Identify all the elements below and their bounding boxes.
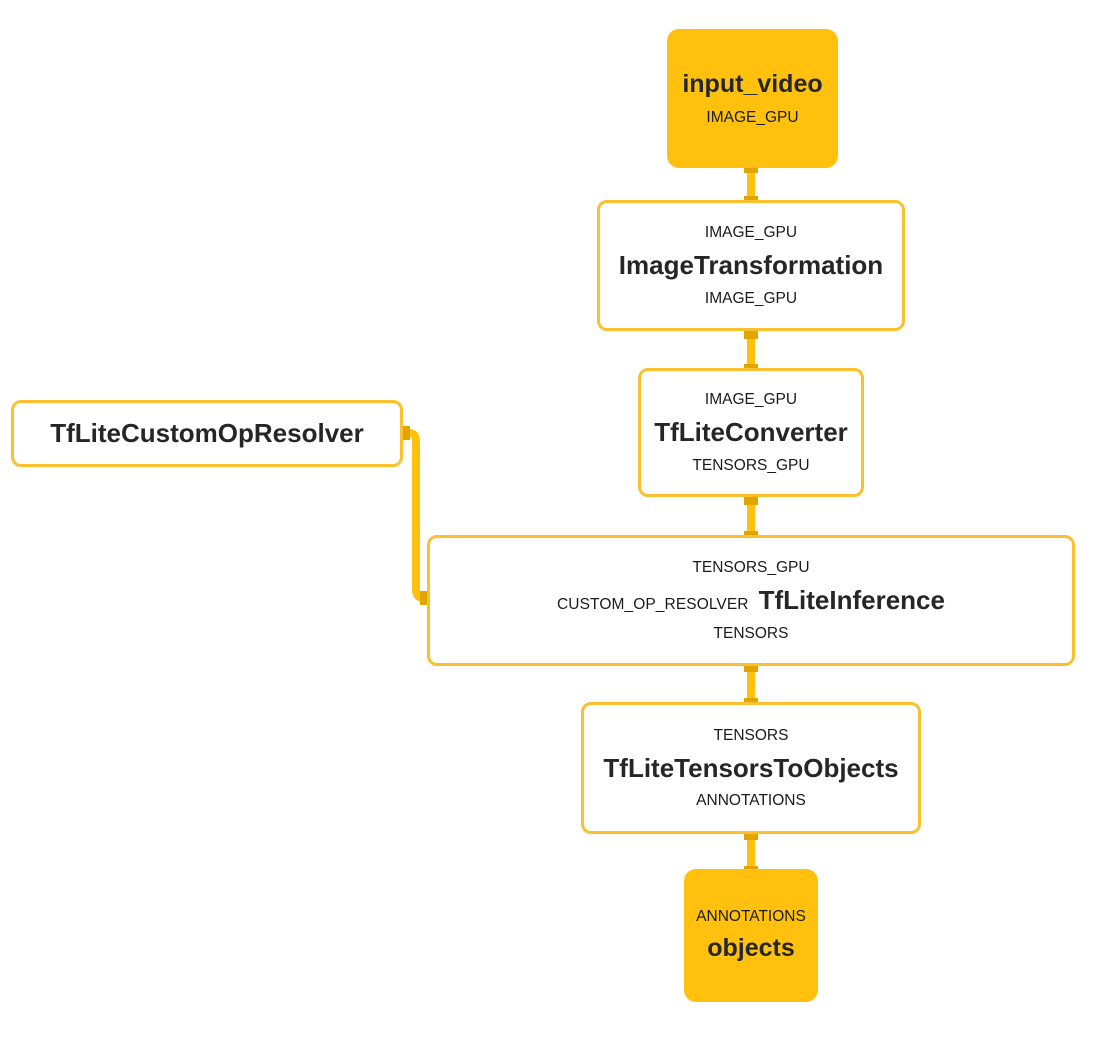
port-label-side-input: CUSTOM_OP_RESOLVER <box>557 596 749 614</box>
port-label-input: TENSORS <box>713 726 789 744</box>
node-tflite-converter[interactable]: IMAGE_GPU TfLiteConverter TENSORS_GPU <box>638 368 864 497</box>
node-tflite-inference[interactable]: TENSORS_GPU CUSTOM_OP_RESOLVER TfLiteInf… <box>427 535 1075 666</box>
node-title: input_video <box>682 70 823 99</box>
port-label-output: IMAGE_GPU <box>704 289 798 307</box>
node-title: TfLiteCustomOpResolver <box>50 418 364 449</box>
node-title: TfLiteTensorsToObjects <box>603 752 899 783</box>
port-label-output: IMAGE_GPU <box>706 108 799 126</box>
node-title: TfLiteInference <box>758 585 945 616</box>
port-label-output: TENSORS_GPU <box>692 456 810 474</box>
node-title: TfLiteConverter <box>654 417 848 448</box>
port-label-input: ANNOTATIONS <box>696 908 806 926</box>
node-image-transformation[interactable]: IMAGE_GPU ImageTransformation IMAGE_GPU <box>597 200 905 331</box>
port-label-output: TENSORS <box>713 624 789 642</box>
port-label-output: ANNOTATIONS <box>696 792 806 810</box>
node-title: ImageTransformation <box>618 250 884 281</box>
node-title: objects <box>707 934 795 963</box>
port-label-input: IMAGE_GPU <box>704 391 798 409</box>
node-tflite-tensors-to-objects[interactable]: TENSORS TfLiteTensorsToObjects ANNOTATIO… <box>581 702 921 834</box>
node-tflite-custom-op-resolver[interactable]: TfLiteCustomOpResolver <box>11 400 403 467</box>
node-title-row: CUSTOM_OP_RESOLVER TfLiteInference <box>557 586 945 615</box>
port-label-input: TENSORS_GPU <box>692 559 810 577</box>
node-input-video[interactable]: input_video IMAGE_GPU <box>667 29 838 168</box>
node-objects[interactable]: ANNOTATIONS objects <box>684 869 818 1002</box>
port-label-input: IMAGE_GPU <box>704 224 798 242</box>
